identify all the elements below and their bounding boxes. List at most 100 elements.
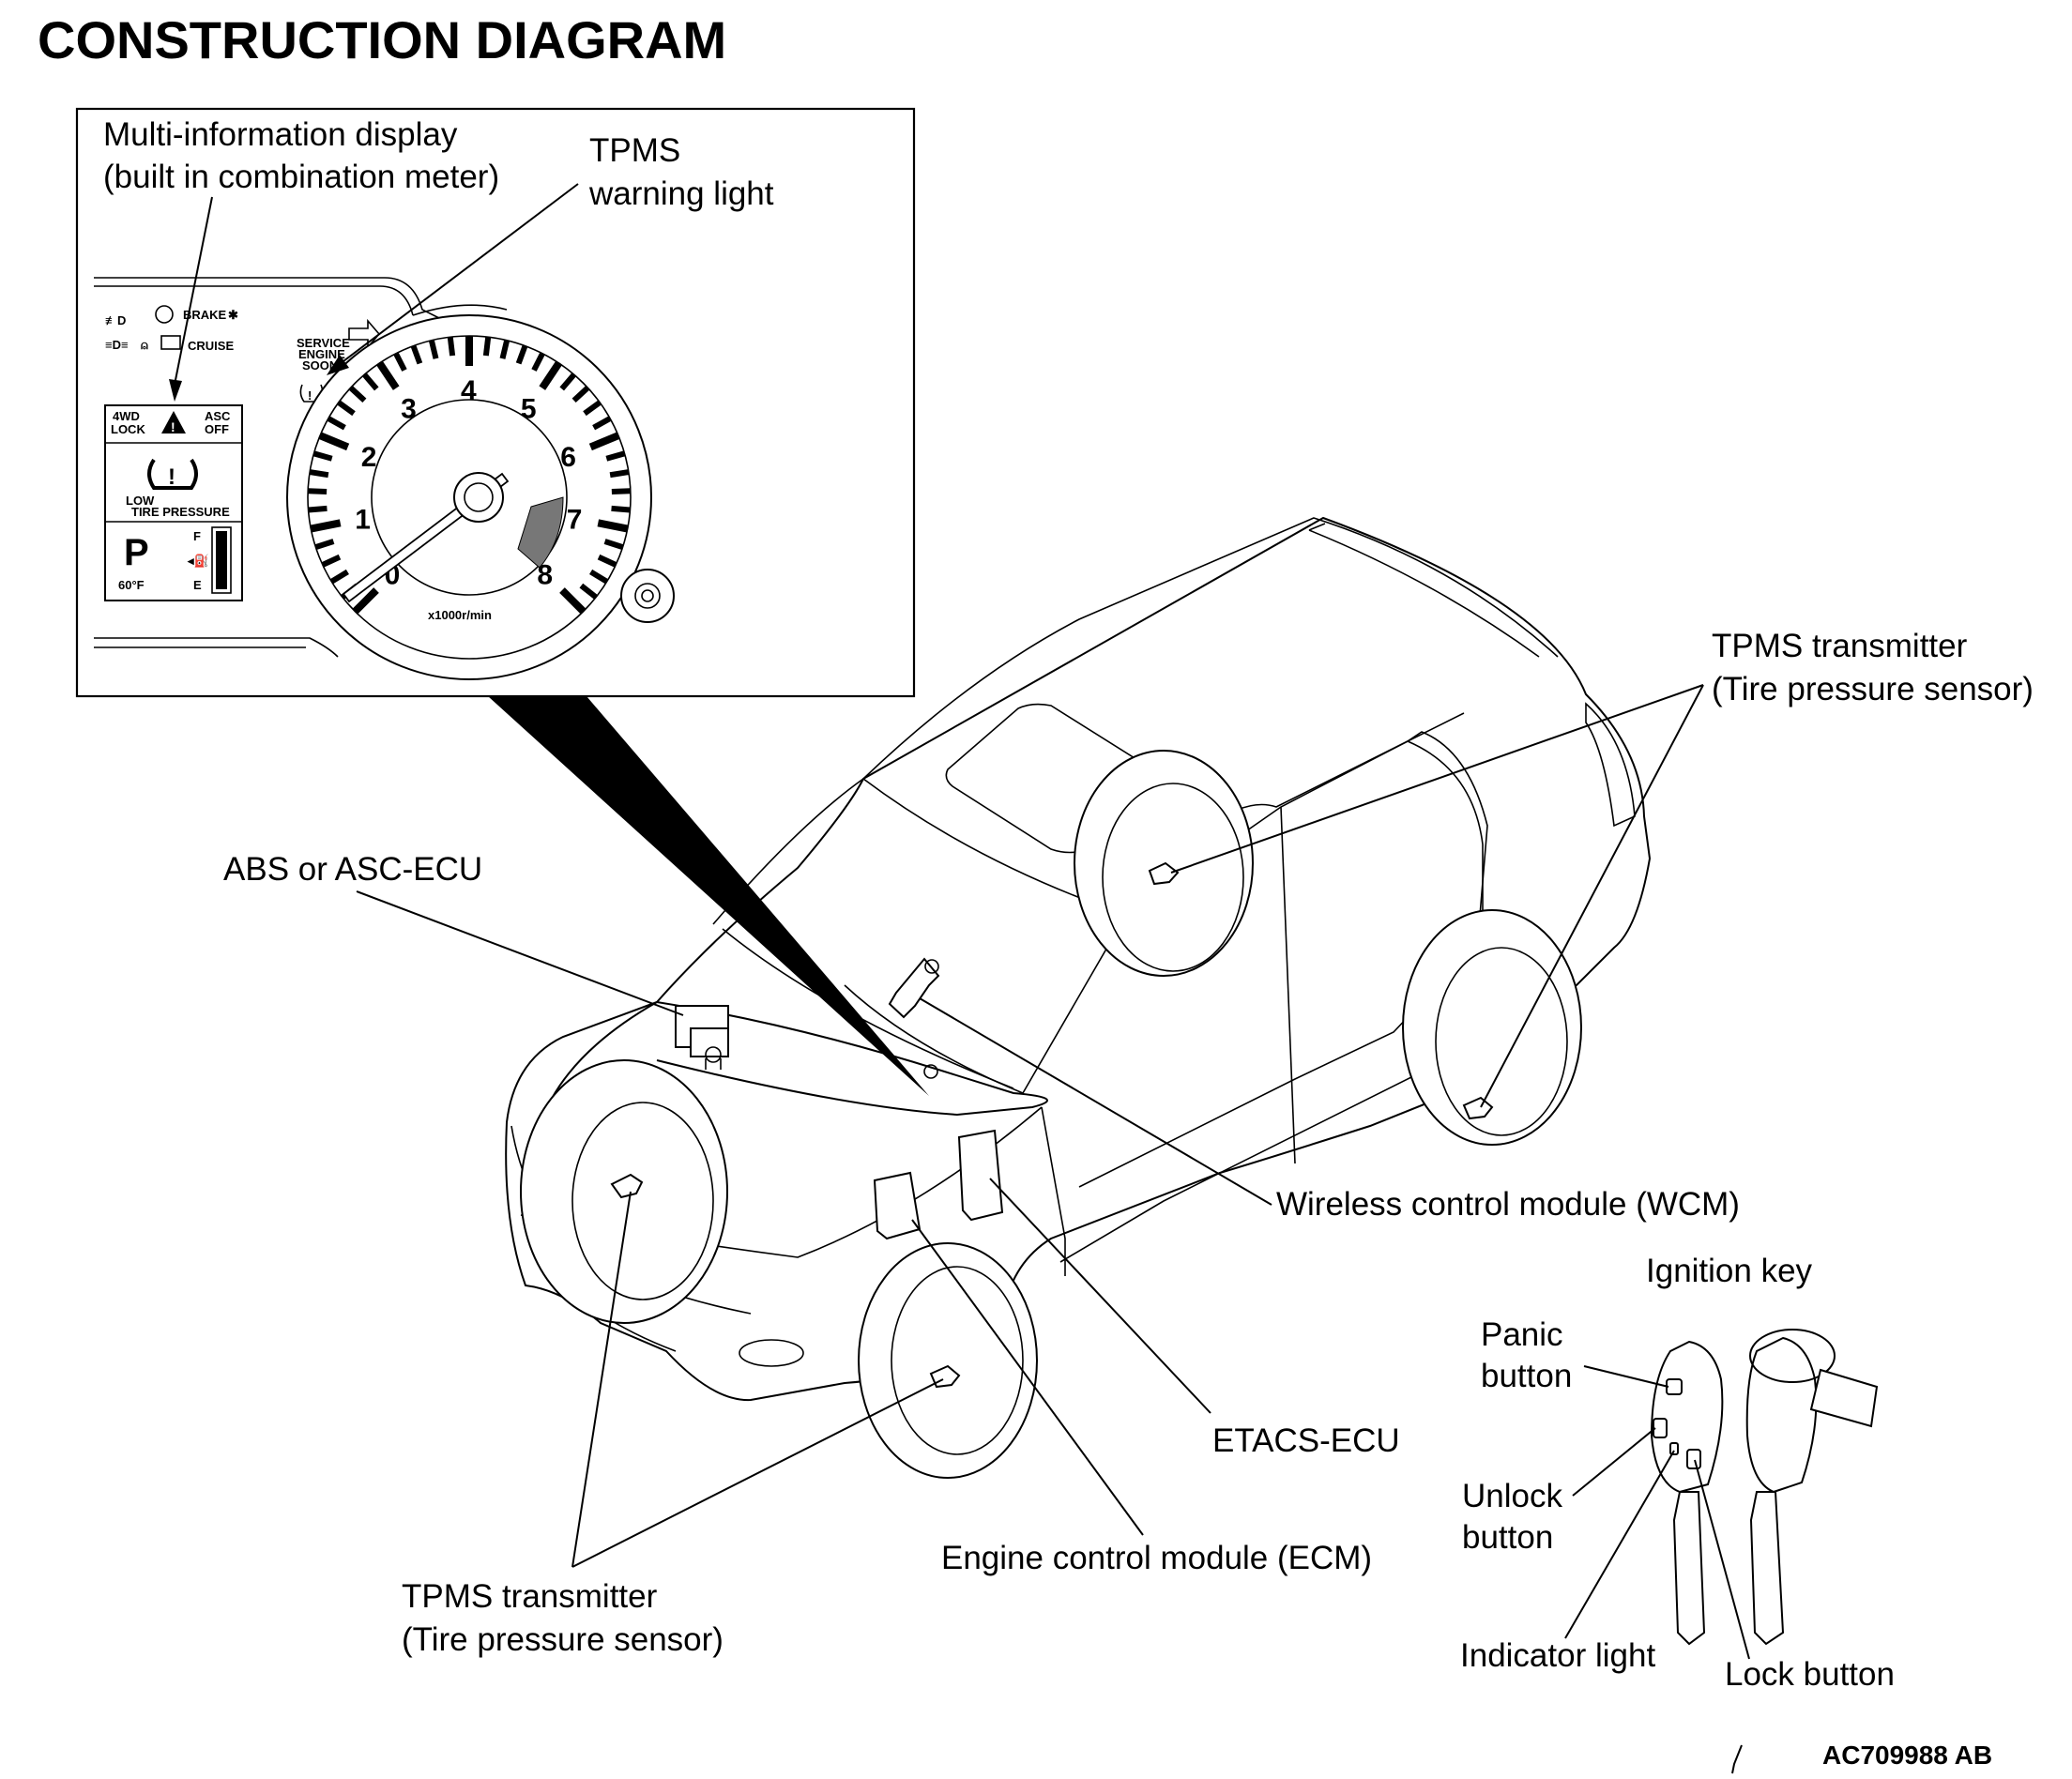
leader-indicator xyxy=(1564,1450,1675,1639)
ignition-key-front-blade xyxy=(1672,1491,1706,1646)
panic-button-part xyxy=(1666,1378,1683,1395)
tpms-sensor-rear-left xyxy=(1148,861,1180,886)
vehicle-outline xyxy=(505,516,1652,1479)
ignition-key-leaders xyxy=(1564,1365,1750,1660)
dash-sensor xyxy=(923,1064,938,1079)
tach-tick xyxy=(327,416,346,431)
display-off: OFF xyxy=(205,422,229,436)
tach-tick xyxy=(312,450,333,462)
tire-pressure-label: TIRE PRESSURE xyxy=(131,505,230,519)
ignition-key-back-head xyxy=(1745,1336,1818,1494)
tach-tick xyxy=(352,587,379,615)
tach-tick xyxy=(592,416,612,431)
tach-tick xyxy=(393,352,407,372)
indicator-light-part xyxy=(1669,1442,1679,1455)
fog-light xyxy=(739,1339,804,1367)
fuel-pump-icon: ◂⛽ xyxy=(187,554,209,568)
tachometer: 0 1 2 3 4 5 6 7 8 x1000r/min xyxy=(286,314,675,680)
tach-tick xyxy=(318,432,350,451)
ignition-key-title: Ignition key xyxy=(1646,1253,1813,1289)
dash-meter-hood xyxy=(412,304,508,316)
tach-number-2: 2 xyxy=(361,442,377,473)
tpms-sensor-front-left xyxy=(610,1173,644,1199)
multi-information-display: 4WD LOCK ! ASC OFF ! LOW TIRE PRESSURE P… xyxy=(104,404,243,601)
tach-tick xyxy=(605,450,626,462)
gear-indicator: P xyxy=(124,532,149,573)
leader-lock xyxy=(1694,1459,1750,1660)
low-label: LOW xyxy=(126,494,155,508)
tach-tick xyxy=(597,554,617,568)
leader-abs-asc xyxy=(356,890,684,1016)
lock-button-part xyxy=(1686,1449,1701,1469)
roof-line xyxy=(862,517,1559,780)
tach-tick xyxy=(321,554,342,568)
callout-ecm: Engine control module (ECM) xyxy=(941,1540,1372,1576)
tach-tick xyxy=(337,400,356,417)
fuel-full-mark: F xyxy=(193,529,201,543)
ecm-part xyxy=(873,1171,922,1240)
panic-button-label-line1: Panic xyxy=(1481,1316,1563,1353)
brake-indicator: BRAKE xyxy=(183,308,227,322)
abs-asc-ecu-part xyxy=(675,1005,729,1070)
tach-tick xyxy=(583,400,602,417)
callout-tpms-left-line2: (Tire pressure sensor) xyxy=(402,1621,724,1658)
leader-panic xyxy=(1583,1365,1669,1388)
key-ring xyxy=(1749,1329,1836,1383)
tach-tick xyxy=(571,386,590,403)
tach-unit-label: x1000r/min xyxy=(428,608,492,622)
tpms-warning-label-line1: TPMS xyxy=(589,132,680,169)
airbag-icon: ✱ xyxy=(228,308,238,322)
tach-tick xyxy=(428,340,439,359)
tach-tick xyxy=(314,539,335,551)
figure-code: AC709988 AB xyxy=(1822,1741,1992,1770)
abs-brake-icon xyxy=(155,305,174,324)
tach-number-6: 6 xyxy=(560,442,576,473)
leader-tpms-warning xyxy=(339,183,579,365)
ignition-key-illustration xyxy=(1650,1329,1879,1774)
tach-tick xyxy=(499,340,510,359)
leader-lines xyxy=(356,684,1704,1568)
tach-number-1: 1 xyxy=(355,504,371,535)
outside-temperature: 60°F xyxy=(118,578,145,592)
tach-tick xyxy=(308,488,328,495)
seatbelt-icon: ⍝ xyxy=(141,338,148,352)
tach-needle-hub xyxy=(453,472,504,523)
fog-light-icon: ≢D xyxy=(105,313,126,327)
tach-tick xyxy=(308,505,328,513)
a-pillar xyxy=(1041,1106,1066,1276)
cruise-indicator: CRUISE xyxy=(188,339,234,353)
tach-tick xyxy=(539,360,562,390)
service-engine-soon-line3: SOON xyxy=(302,358,338,373)
service-engine-soon-line2: ENGINE xyxy=(298,347,345,361)
leader-tpms-left-front-left xyxy=(571,1191,632,1568)
tach-tick xyxy=(597,519,629,533)
key-tag xyxy=(1809,1368,1879,1428)
fuel-empty-mark: E xyxy=(193,578,202,592)
tach-redzone xyxy=(517,496,564,569)
leader-wcm xyxy=(919,997,1272,1206)
unlock-button-label-line2: button xyxy=(1462,1519,1553,1556)
tach-tick xyxy=(559,373,576,391)
display-4wd: 4WD xyxy=(113,409,140,423)
unlock-button-part xyxy=(1653,1418,1668,1438)
tach-tick-marks xyxy=(308,336,631,615)
rear-right-wheel xyxy=(1402,909,1582,1146)
leader-multi-display xyxy=(174,196,213,386)
leader-etacs xyxy=(989,1178,1211,1414)
leader-tpms-right-rear-right xyxy=(1480,684,1704,1108)
multi-display-label-line2: (built in combination meter) xyxy=(103,159,499,195)
svg-text:!: ! xyxy=(171,419,175,434)
tach-tick xyxy=(531,352,545,372)
tach-tick xyxy=(603,539,624,551)
tach-tick xyxy=(310,519,342,533)
tach-tick xyxy=(348,386,367,403)
tach-number-8: 8 xyxy=(537,559,553,590)
tach-tick xyxy=(410,344,423,365)
tach-tick xyxy=(329,569,349,585)
callout-tpms-right-line1: TPMS transmitter xyxy=(1712,628,1968,664)
display-asc: ASC xyxy=(205,409,231,423)
tach-number-7: 7 xyxy=(567,504,583,535)
tpms-warning-label-line2: warning light xyxy=(588,175,774,212)
indicator-light-label: Indicator light xyxy=(1460,1637,1655,1674)
lock-button-label: Lock button xyxy=(1725,1656,1895,1693)
